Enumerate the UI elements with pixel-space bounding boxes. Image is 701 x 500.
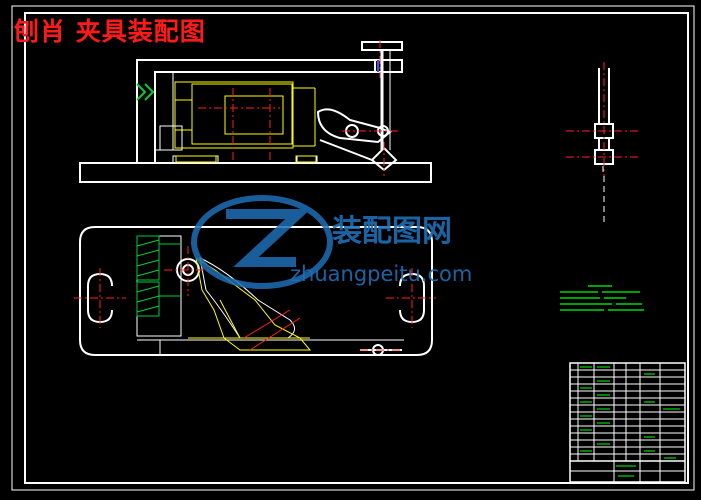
outer-border	[11, 5, 695, 491]
watermark-url: zhuangpeitu.com	[290, 262, 473, 286]
section-hatch-front	[136, 83, 155, 101]
base-plate-plan	[79, 226, 433, 356]
centerlines-top	[74, 246, 436, 351]
clamp-handle	[361, 41, 403, 51]
watermark-brand: 装配图网	[332, 214, 452, 249]
section-hatch-top	[136, 235, 181, 317]
left-slot	[87, 272, 113, 324]
lever-link	[316, 108, 392, 144]
parts-list-entries	[580, 366, 680, 477]
workpiece-top	[188, 256, 312, 351]
watermark-logo	[191, 195, 333, 289]
drawing-title: 刨肖 夹具装配图	[14, 17, 206, 46]
parts-list-table	[569, 362, 686, 483]
technical-notes	[560, 285, 644, 311]
workpiece-front	[174, 81, 317, 163]
red-detail-top	[243, 309, 301, 351]
centerlines-side	[566, 62, 640, 176]
centerlines-front	[198, 40, 398, 176]
inner-border	[24, 12, 689, 484]
clamp-arm	[199, 257, 295, 339]
